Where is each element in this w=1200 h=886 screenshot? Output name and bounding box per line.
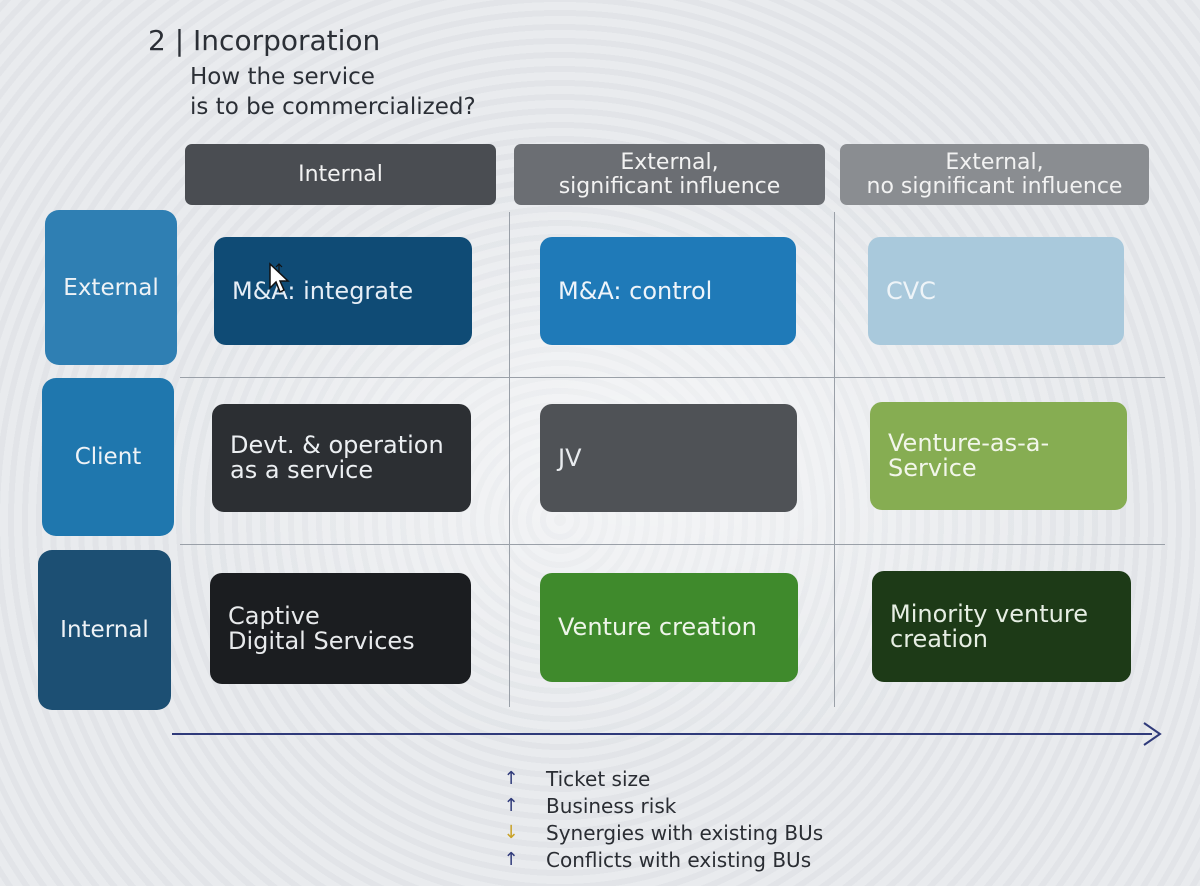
arrow-down-icon: ↓ [503,822,519,843]
page-subtitle: How the service is to be commercialized? [190,64,476,120]
row-header-external: External [45,210,177,365]
grid-divider-vertical-2 [834,212,835,707]
move-cursor-icon [269,262,290,294]
row-header-internal: Internal [38,550,171,710]
legend-item-conflicts: ↑ Conflicts with existing BUs [500,846,823,873]
grid-divider-horizontal-1 [180,377,1165,378]
grid-divider-vertical-1 [509,212,510,707]
cell-ma-integrate: M&A: integrate [214,237,472,345]
horizontal-axis-line [172,733,1152,735]
legend-label: Ticket size [546,766,651,791]
cell-venture-as-a-service: Venture-as-a- Service [870,402,1127,510]
arrow-up-icon: ↑ [503,768,519,789]
cell-jv: JV [540,404,797,512]
legend: ↑ Ticket size ↑ Business risk ↓ Synergie… [500,765,823,873]
column-header-external-no-significant: External, no significant influence [840,144,1149,205]
legend-label: Business risk [546,793,677,818]
legend-item-ticket-size: ↑ Ticket size [500,765,823,792]
legend-label: Synergies with existing BUs [546,820,824,845]
cell-devt-operation-service: Devt. & operation as a service [212,404,471,512]
row-header-client: Client [42,378,174,536]
page-title: 2 | Incorporation [148,24,381,57]
arrow-right-icon [1143,722,1162,746]
legend-label: Conflicts with existing BUs [546,847,812,872]
column-header-external-significant: External, significant influence [514,144,825,205]
cell-captive-digital-services: Captive Digital Services [210,573,471,684]
cell-cvc: CVC [868,237,1124,345]
grid-divider-horizontal-2 [180,544,1165,545]
cell-minority-venture-creation: Minority venture creation [872,571,1131,682]
legend-item-synergies: ↓ Synergies with existing BUs [500,819,823,846]
legend-item-business-risk: ↑ Business risk [500,792,823,819]
cell-venture-creation: Venture creation [540,573,798,682]
arrow-up-icon: ↑ [503,849,519,870]
column-header-internal: Internal [185,144,496,205]
cell-ma-control: M&A: control [540,237,796,345]
arrow-up-icon: ↑ [503,795,519,816]
